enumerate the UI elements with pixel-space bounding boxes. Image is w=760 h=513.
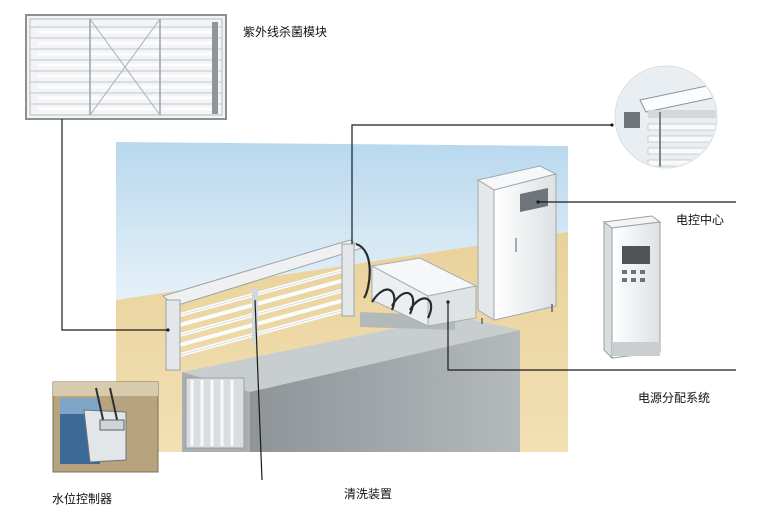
rack-mid-post xyxy=(252,288,258,344)
leader-dots xyxy=(166,123,614,332)
control-cabinet-scene xyxy=(476,165,558,324)
power-distribution-label: 电源分配系统 xyxy=(638,391,711,405)
power-cables xyxy=(355,242,433,319)
rack-lamps xyxy=(175,266,353,358)
control-center-label: 电控中心 xyxy=(676,213,725,227)
rack-right-post xyxy=(341,243,355,317)
panel-display xyxy=(622,246,650,264)
uv-rack-illustration xyxy=(161,239,364,449)
cabinet-screen xyxy=(520,188,548,212)
uv-module-inset xyxy=(25,14,227,120)
water-level-inset xyxy=(52,381,159,473)
water-level-controller-label: 水位控制器 xyxy=(52,492,113,506)
rack-left-post xyxy=(165,299,181,371)
channel-wall xyxy=(250,330,520,452)
leader-cleaning-detail xyxy=(351,124,612,244)
leader-power-distribution xyxy=(447,302,736,371)
leader-cleaning-device xyxy=(254,299,263,481)
cleaning-detail-inset xyxy=(614,65,718,169)
channel-top xyxy=(182,316,520,392)
uv-module-label: 紫外线杀菌模块 xyxy=(243,25,328,39)
submerged-lamps xyxy=(185,377,245,449)
cleaning-device-label: 清洗装置 xyxy=(344,487,393,501)
leader-uv-module xyxy=(61,119,168,331)
leader-lines xyxy=(61,119,736,481)
control-cabinet-standalone xyxy=(602,215,662,360)
